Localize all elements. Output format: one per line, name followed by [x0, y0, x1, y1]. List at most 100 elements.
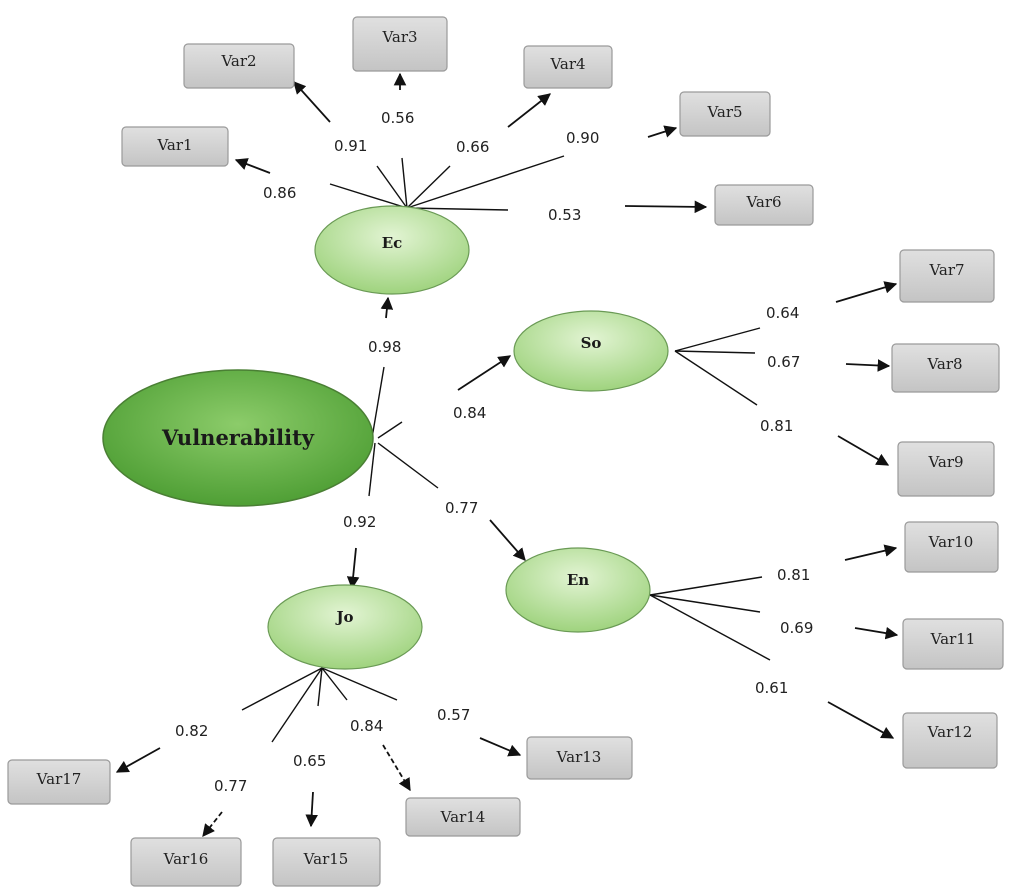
box-var6: Var6: [714, 184, 814, 226]
edge-jo-var15: [317, 667, 323, 707]
box-var2: Var2: [183, 43, 295, 89]
edge-en-var10: [649, 576, 763, 596]
svg-text:Var11: Var11: [930, 630, 976, 648]
box-var1: Var1: [121, 126, 229, 167]
edge-vulnerability-jo: [368, 442, 376, 497]
node-ec-label: Ec: [382, 234, 403, 252]
loading-var17: 0.82: [175, 722, 208, 740]
loading-var2: 0.91: [334, 137, 367, 155]
arrow-var7: [835, 281, 898, 303]
arrow-en: [489, 519, 526, 561]
svg-text:Var2: Var2: [220, 52, 256, 70]
svg-text:Var9: Var9: [927, 453, 963, 471]
loading-var11: 0.69: [780, 619, 813, 637]
edge-ec-var6: [406, 207, 509, 211]
svg-text:Var4: Var4: [549, 55, 585, 73]
node-vulnerability: Vulnerability: [102, 369, 374, 507]
edge-vulnerability-en: [377, 442, 439, 489]
svg-text:Var13: Var13: [556, 748, 602, 766]
node-jo: Jo: [267, 584, 423, 670]
arrow-var5: [647, 125, 678, 138]
edge-jo-var16: [271, 667, 323, 743]
node-en: En: [505, 547, 651, 633]
arrow-var12: [827, 701, 895, 739]
loading-var3: 0.56: [381, 109, 414, 127]
node-so: So: [513, 310, 669, 392]
loading-var16: 0.77: [214, 777, 247, 795]
node-en-label: En: [567, 571, 589, 589]
box-var16: Var16: [130, 837, 242, 887]
arrow-var16: [202, 811, 223, 837]
edge-ec-var5: [406, 155, 565, 209]
loading-var6: 0.53: [548, 206, 581, 224]
svg-text:Var3: Var3: [381, 28, 417, 46]
loading-jo: 0.92: [343, 513, 376, 531]
arrow-var17: [115, 747, 161, 773]
svg-text:Var16: Var16: [163, 850, 209, 868]
svg-text:Var17: Var17: [36, 770, 82, 788]
svg-text:Var14: Var14: [440, 808, 486, 826]
edges: [241, 155, 771, 743]
arrow-var6: [624, 200, 708, 214]
arrow-var8: [845, 359, 891, 372]
svg-text:Var15: Var15: [303, 850, 349, 868]
loading-var15: 0.65: [293, 752, 326, 770]
svg-text:Var5: Var5: [706, 103, 742, 121]
loading-var8: 0.67: [767, 353, 800, 371]
arrow-so: [457, 355, 512, 391]
loading-en: 0.77: [445, 499, 478, 517]
box-var8: Var8: [891, 343, 1000, 393]
edge-vulnerability-so: [377, 421, 403, 439]
edge-so-var8: [674, 350, 756, 354]
box-var3: Var3: [352, 16, 448, 72]
edge-jo-var17: [241, 667, 323, 711]
loading-var4: 0.66: [456, 138, 489, 156]
loading-var14: 0.84: [350, 717, 383, 735]
box-var10: Var10: [904, 521, 999, 573]
arrow-var2: [293, 81, 331, 123]
box-var11: Var11: [902, 618, 1004, 670]
edge-jo-var14: [321, 667, 348, 701]
arrow-var11: [854, 626, 899, 640]
box-var14: Var14: [405, 797, 521, 837]
node-vulnerability-label: Vulnerability: [161, 425, 315, 450]
arrow-jo: [346, 547, 360, 590]
edge-ec-var4: [406, 165, 451, 209]
arrow-ec: [380, 296, 394, 319]
node-so-label: So: [581, 334, 602, 352]
loadings: 0.98 0.84 0.77 0.92 0.86 0.91 0.56 0.66 …: [175, 109, 813, 795]
svg-text:Var12: Var12: [927, 723, 973, 741]
svg-text:Var7: Var7: [928, 261, 964, 279]
loading-ec: 0.98: [368, 338, 401, 356]
box-var4: Var4: [523, 45, 613, 89]
edge-so-var9: [674, 350, 758, 406]
edge-so-var7: [674, 327, 761, 352]
loading-var9: 0.81: [760, 417, 793, 435]
arrow-var4: [507, 93, 551, 128]
edge-ec-var1: [329, 183, 408, 209]
loading-so: 0.84: [453, 404, 486, 422]
arrow-var15: [305, 791, 318, 828]
loading-var12: 0.61: [755, 679, 788, 697]
node-ec: Ec: [314, 205, 470, 295]
box-var5: Var5: [679, 91, 771, 137]
indicator-boxes: Var1 Var2 Var3 Var4 Var5 Var6 Var7 Var8 …: [7, 16, 1004, 887]
arrows: [115, 72, 899, 837]
box-var9: Var9: [897, 441, 995, 497]
arrow-var13: [479, 737, 522, 757]
svg-text:Var10: Var10: [928, 533, 974, 551]
edge-jo-var13: [321, 667, 398, 701]
edge-ec-var2: [376, 165, 408, 209]
arrow-var14: [382, 744, 411, 792]
loading-var1: 0.86: [263, 184, 296, 202]
loading-var13: 0.57: [437, 706, 470, 724]
box-var7: Var7: [899, 249, 995, 303]
node-jo-label: Jo: [334, 608, 353, 626]
edge-en-var11: [649, 594, 761, 613]
loading-var10: 0.81: [777, 566, 810, 584]
edge-en-var12: [649, 594, 771, 661]
edge-ec-var3: [401, 157, 408, 209]
svg-text:Var8: Var8: [926, 355, 962, 373]
box-var17: Var17: [7, 759, 111, 805]
